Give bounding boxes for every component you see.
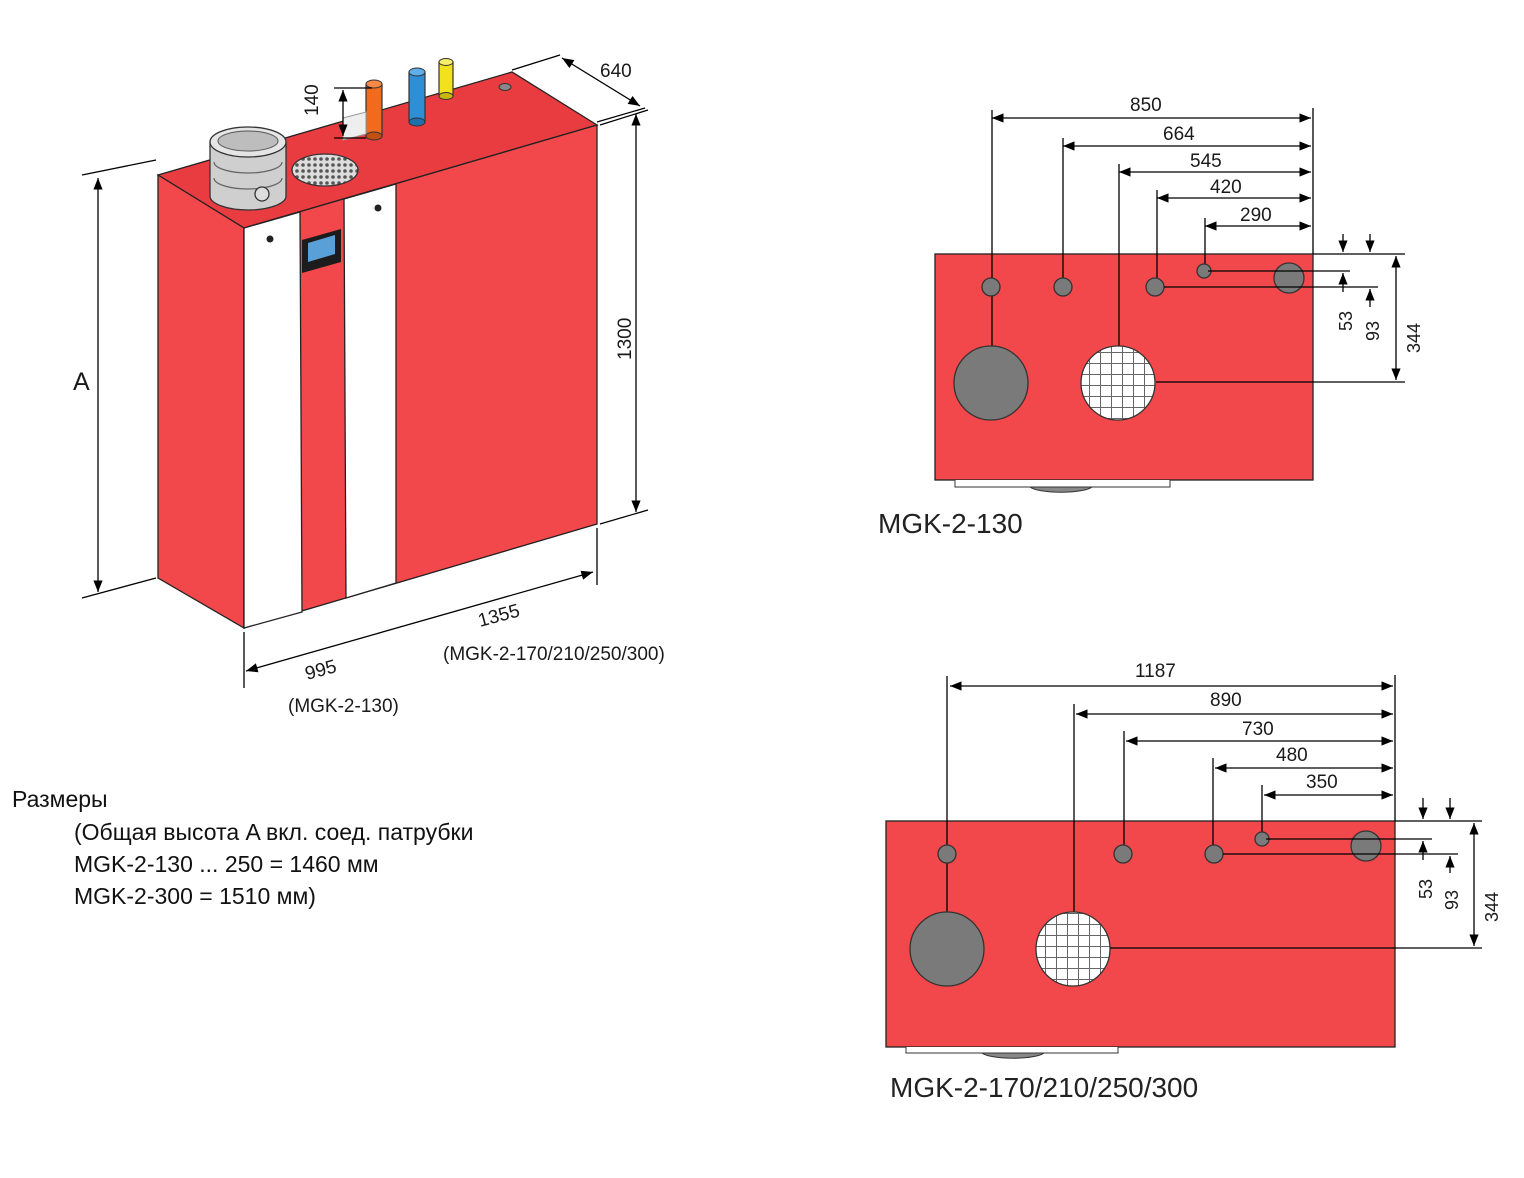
dim-label: 664 (1163, 124, 1195, 145)
side-dim-label: 93 (1363, 321, 1383, 341)
notes-line-1: (Общая высота A вкл. соед. патрубки (74, 819, 473, 845)
notes-line-3: MGK-2-300 = 1510 мм) (74, 883, 316, 909)
notes-line-2: MGK-2-130 ... 250 = 1460 мм (74, 851, 379, 877)
pipe-height-label: 140 (302, 84, 323, 116)
pipe-hole (1350, 830, 1382, 862)
flue-outlet (209, 126, 287, 211)
pipe-hole (1145, 277, 1165, 297)
dimension-notes: Размеры (Общая высота A вкл. соед. патру… (12, 786, 473, 909)
width-label: 995 (303, 656, 339, 684)
top-view-caption: MGK-2-170/210/250/300 (890, 1072, 1198, 1103)
flue-hole (953, 345, 1029, 421)
top-view-small: 850 664 545 420 290 53 93 344 MGK-2-130 (878, 95, 1424, 539)
side-dim-label: 344 (1404, 323, 1424, 353)
width-large-label: 1355 (476, 601, 522, 632)
pipe-hole (1273, 262, 1305, 294)
door-screw (374, 204, 382, 212)
air-intake-hole (1080, 345, 1156, 421)
top-view-caption: MGK-2-130 (878, 508, 1023, 539)
notes-title: Размеры (12, 786, 108, 812)
pipe-hole (1113, 844, 1133, 864)
door-left (243, 211, 303, 629)
side-dim-label: 344 (1482, 892, 1502, 922)
depth-label: 640 (600, 61, 632, 82)
air-intake-grille (291, 153, 359, 187)
side-dim-label: 53 (1336, 311, 1356, 331)
air-intake-hole (1035, 911, 1111, 987)
pipe-connections (342, 58, 512, 141)
dim-label: 730 (1242, 719, 1274, 740)
isometric-view: A 1300 640 140 995 (MGK-2-130) 1355 (MGK… (73, 54, 665, 717)
unit-left-face (157, 173, 245, 630)
display-screen (308, 235, 335, 262)
dim-label: 350 (1306, 772, 1338, 793)
dim-label: 850 (1130, 95, 1162, 116)
width-sub-label: (MGK-2-130) (288, 696, 399, 717)
dim-label: 420 (1210, 177, 1242, 198)
pipe-hole (1053, 277, 1073, 297)
dim-label: 290 (1240, 205, 1272, 226)
pipe-hole (981, 277, 1001, 297)
side-dim-label: 93 (1442, 890, 1462, 910)
pipe-hole (1204, 844, 1224, 864)
dim-label: 480 (1276, 745, 1308, 766)
height-label: 1300 (615, 318, 636, 360)
side-dim-label: 53 (1416, 879, 1436, 899)
door-right (343, 183, 397, 599)
dim-label: 1187 (1135, 661, 1176, 682)
dim-label: 890 (1210, 690, 1242, 711)
dim-label: 545 (1190, 151, 1222, 172)
door-screw (266, 235, 274, 243)
total-height-label: A (73, 368, 90, 396)
top-view-large: 1187 890 730 480 350 53 93 344 MGK-2-170… (885, 661, 1502, 1103)
width-large-sub-label: (MGK-2-170/210/250/300) (443, 644, 665, 665)
flue-hole (909, 911, 985, 987)
pipe-hole (937, 844, 957, 864)
